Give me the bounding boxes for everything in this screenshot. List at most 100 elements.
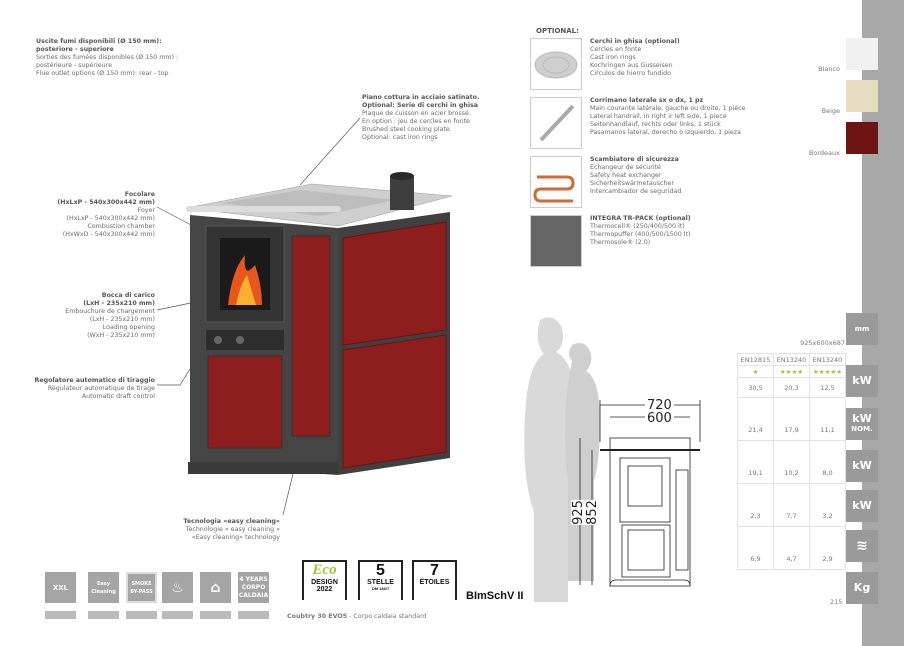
star-rating: ★★★★★ [809, 365, 846, 378]
width-total-dimension: 720 [645, 398, 674, 413]
height-total-dimension: 925 [570, 500, 586, 525]
years-label: 4 YEARS [239, 575, 268, 583]
dimensions-text: 925x600x687 [800, 339, 845, 347]
optional-line: Sicherheitswärmetauscher [590, 180, 674, 187]
optional-title: INTEGRA TR-PACK (optional) [590, 215, 691, 222]
firebox-line: Combustion chamber [87, 223, 155, 230]
flue-title: Uscite fumi disponibili (Ø 150 mm): [36, 38, 162, 45]
model-name: Coubtry 30 EVO5 [287, 613, 348, 620]
plate-line: En option : jeu de cercles en fonte [362, 118, 470, 125]
flue-outlet-text: Uscite fumi disponibili (Ø 150 mm): post… [36, 38, 226, 78]
wood-logs-icon: ≋ [846, 530, 878, 562]
caption-rest: - Corpo caldaia standard [347, 613, 427, 620]
plate-line: Brushed steel cooking plate. [362, 126, 452, 133]
optional-line: Échangeur de sécurité [590, 164, 661, 171]
xxl-elephant-icon: XXL [45, 572, 76, 603]
handrail-image [530, 97, 582, 149]
optional-title: Cerchi in ghisa (optional) [590, 38, 680, 45]
design-label: DESIGN [311, 579, 338, 586]
table-cell: 12,5 [809, 377, 846, 398]
firebox-line: Foyer [137, 207, 155, 214]
kw-label: kW [852, 412, 872, 425]
table-cell: 3,2 [809, 483, 846, 527]
feature-bar [88, 611, 119, 619]
table-cell: 11,1 [809, 397, 846, 441]
loading-line: Embouchure de chargement [65, 308, 155, 315]
optional-heading: OPTIONAL: [536, 27, 579, 35]
kg-label: Kg [853, 581, 871, 594]
loading-line: (LxH - 235x210 mm) [89, 316, 155, 323]
color-swatch-bianco[interactable] [846, 38, 878, 70]
kw-sun-icon: kW [846, 490, 878, 522]
feature-bar [200, 611, 231, 619]
table-cell: 17,9 [773, 397, 810, 441]
table-cell: 30,5 [737, 377, 774, 398]
cooking-plate-text: Piano cottura in acciaio satinato. Optio… [362, 94, 502, 142]
stelle-label: STELLE [367, 579, 394, 586]
color-label: Beige [821, 107, 840, 115]
easy-cleaning-icon: Easy Cleaning [88, 572, 119, 603]
optional-line: Main courante latérale, gauche ou droite… [590, 105, 746, 112]
loading-dims: (LxH - 235x210 mm) [83, 300, 155, 307]
ecodesign-badge: Eco DESIGN 2022 [302, 560, 347, 600]
firebox-title: Focolare [124, 191, 155, 198]
star-rating: ★ [737, 365, 774, 378]
seven-etoiles-badge: 7 ÉTOILES [412, 560, 457, 600]
optional-line: Thermosole® (2.0) [590, 239, 651, 246]
optional-line: Intercambiador de seguridad [590, 188, 682, 195]
caption: Coubtry 30 EVO5 - Corpo caldaia standard [287, 613, 427, 620]
loading-title: Bocca di carico [101, 292, 155, 299]
easy-cleaning-text: Tecnologia «easy cleaning» Technologie «… [160, 518, 280, 542]
draft-control-text: Regolatore automatico di tiraggio Régula… [20, 377, 155, 401]
draft-title: Regolatore automatico di tiraggio [34, 377, 155, 384]
firebox-line: (HxLxP - 540x300x442 mm) [66, 215, 155, 222]
etoiles-label: ÉTOILES [419, 579, 450, 586]
plate-line: Optional: cast iron rings [362, 134, 438, 141]
kw-label: kW [852, 459, 872, 472]
flue-en: Flue outlet options (Ø 150 mm): rear - t… [36, 70, 169, 77]
kw-water-icon: kW [846, 450, 878, 482]
table-cell: 4,7 [773, 526, 810, 570]
optional-item: INTEGRA TR-PACK (optional)Thermocell® (2… [590, 215, 770, 247]
xxl-label: XXL [52, 583, 69, 592]
flue-title-2: posteriore - superiore [36, 46, 114, 53]
flue-fr: Sorties des fumées disponibles (Ø 150 mm… [36, 54, 179, 61]
etoiles-number: 7 [430, 562, 439, 579]
firebox-text: Focolare (HxLxP - 540x300x442 mm) Foyer … [30, 191, 155, 239]
firebox-dims: (HxLxP - 540x300x442 mm) [57, 199, 155, 206]
cleaning-line: «Easy cleaning» technology [191, 534, 280, 541]
table-cell: 20,3 [773, 377, 810, 398]
kw-flame-icon: kW [846, 365, 878, 397]
table-header: EN12815 [737, 353, 774, 366]
stelle-number: 5 [376, 562, 385, 579]
nom-label: NOM. [851, 425, 873, 433]
optional-line: Circulos de hierro fundido [590, 70, 671, 77]
feature-bar [238, 611, 269, 619]
italy-map-icon: ⌂ [200, 572, 231, 603]
optional-line: Kochringen aus Gusseisen [590, 62, 673, 69]
flue-fr-2: postérieure - supérieure [36, 62, 112, 69]
loading-line: Loading opening [102, 324, 155, 331]
star-rating: ★★★★ [773, 365, 810, 378]
optional-line: Cast iron rings [590, 54, 636, 61]
easy-label: Easy Cleaning [91, 580, 116, 595]
dimensions-icon: mm [846, 313, 878, 345]
cooking-plate-icon: ♨ [162, 572, 193, 603]
feature-bar [162, 611, 193, 619]
table-cell: 7,7 [773, 483, 810, 527]
optional-title: Scambiatore di sicurezza [590, 156, 679, 163]
weight-kg-icon: Kg [846, 572, 878, 604]
cleaning-line: Technologie « easy cleaning » [185, 526, 280, 533]
color-swatch-beige[interactable] [846, 80, 878, 112]
table-cell: 21,4 [737, 397, 774, 441]
optional-line: Lateral handrail, in right ir left side,… [590, 113, 727, 120]
table-cell: 2,9 [809, 526, 846, 570]
color-label: Bordeaux [808, 149, 840, 157]
page-number: 215 [830, 598, 843, 606]
height-body-dimension: 852 [584, 500, 600, 525]
color-swatch-bordeaux[interactable] [846, 122, 878, 154]
table-cell: 8,0 [809, 440, 846, 484]
